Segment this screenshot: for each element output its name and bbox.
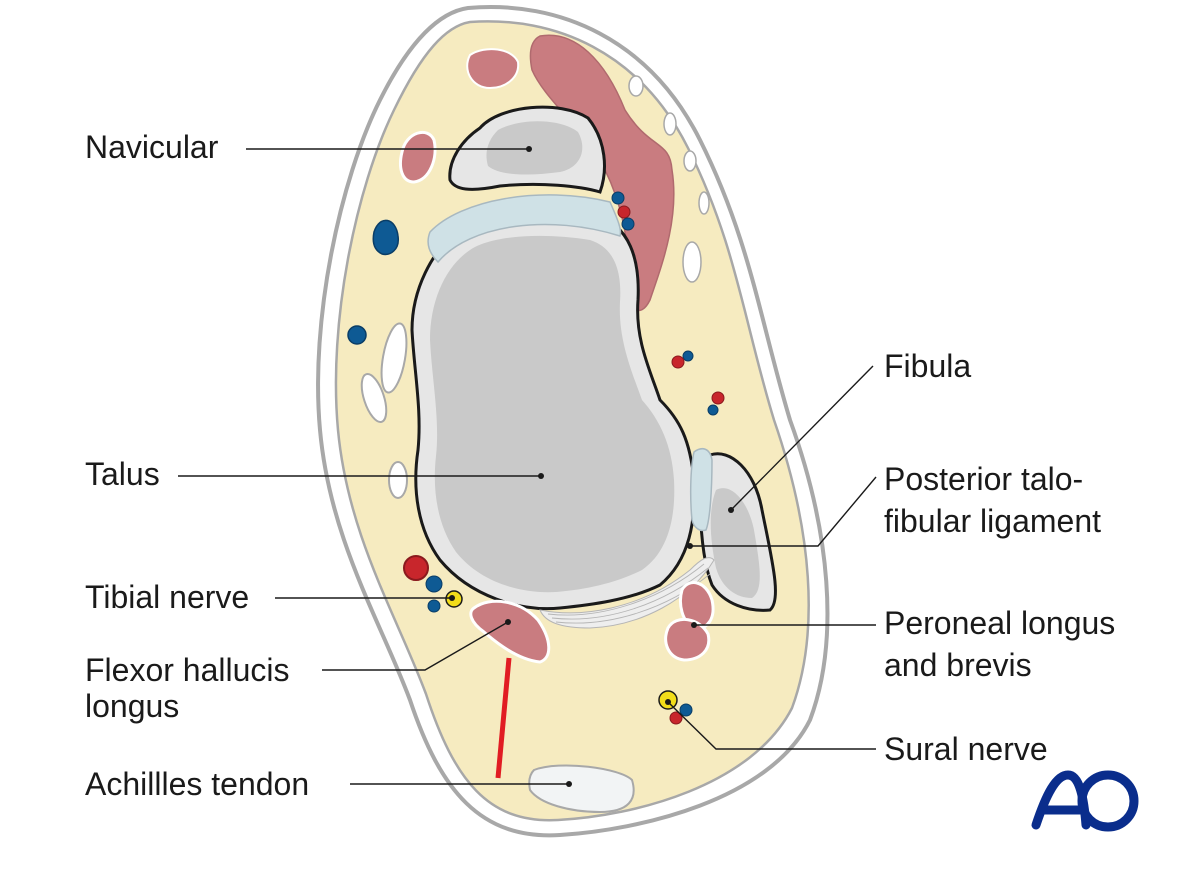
label-flexor-line1: Flexor hallucis (85, 652, 290, 688)
anchor-navicular (526, 146, 532, 152)
small-tendon (628, 75, 644, 97)
extensor-muscle (529, 34, 675, 312)
posterior-tibial-vein (427, 599, 441, 613)
anchor-peroneal (691, 622, 697, 628)
medial-tendon-small (380, 322, 408, 394)
label-sural-nerve: Sural nerve (884, 731, 1048, 767)
posterior-tibial-artery (403, 555, 429, 581)
small-tendon (682, 241, 702, 283)
anchor-talus (538, 473, 544, 479)
sural-artery (669, 711, 683, 725)
label-talus: Talus (85, 456, 160, 492)
anchor-sural (665, 699, 671, 705)
medial-tendon (399, 130, 437, 184)
small-tendon (683, 150, 697, 172)
sural-vein (679, 703, 693, 717)
label-tibial-nerve: Tibial nerve (85, 579, 250, 615)
label-ptfl-line1: Posterior talo- (884, 461, 1084, 497)
anchor-flexor (505, 619, 511, 625)
dorsalis-vein (621, 217, 635, 231)
fibula-inner (710, 488, 760, 598)
dorsalis-vein (611, 191, 625, 205)
medial-tendon-small (388, 461, 408, 499)
anchor-tibial-nerve (449, 595, 455, 601)
peroneal-muscle-upper (679, 581, 715, 630)
leader-sural (667, 701, 876, 750)
label-peroneal-line1: Peroneal longus (884, 605, 1116, 641)
ao-logo (1031, 770, 1139, 832)
lateral-vein (682, 350, 694, 362)
dorsalis-artery (617, 205, 631, 219)
label-navicular: Navicular (85, 129, 219, 165)
small-tendon (663, 112, 677, 136)
medial-tendon-small (360, 373, 388, 423)
small-tendon (698, 191, 710, 215)
lateral-artery (711, 391, 725, 405)
navicular-inner (486, 121, 583, 175)
achilles-tendon (528, 764, 635, 814)
medial-vein (372, 219, 399, 256)
flexor-hallucis-muscle (469, 599, 551, 664)
anchor-ptfl (687, 543, 693, 549)
lateral-artery (671, 355, 685, 369)
posteromedial-incision (495, 657, 512, 779)
posterior-talofibular-ligament (539, 557, 715, 629)
label-flexor-line2: longus (85, 688, 180, 724)
peroneal-muscle-lower (664, 618, 711, 662)
anchor-achilles (566, 781, 572, 787)
fibular-cartilage (689, 447, 713, 532)
lateral-vein (707, 404, 719, 416)
label-achilles: Achillles tendon (85, 766, 310, 802)
label-fibula: Fibula (884, 348, 972, 384)
leader-flexor (322, 621, 509, 671)
leader-ptfl (690, 476, 877, 547)
label-ptfl-line2: fibular ligament (884, 503, 1101, 539)
talar-cartilage (427, 194, 622, 264)
leader-fibula (730, 365, 874, 511)
anchor-fibula (728, 507, 734, 513)
anterior-tendon-top (466, 48, 520, 90)
label-peroneal-line2: and brevis (884, 647, 1032, 683)
medial-vein-small (347, 325, 367, 345)
posterior-tibial-vein (425, 575, 443, 593)
talus-bone-inner (430, 235, 675, 593)
